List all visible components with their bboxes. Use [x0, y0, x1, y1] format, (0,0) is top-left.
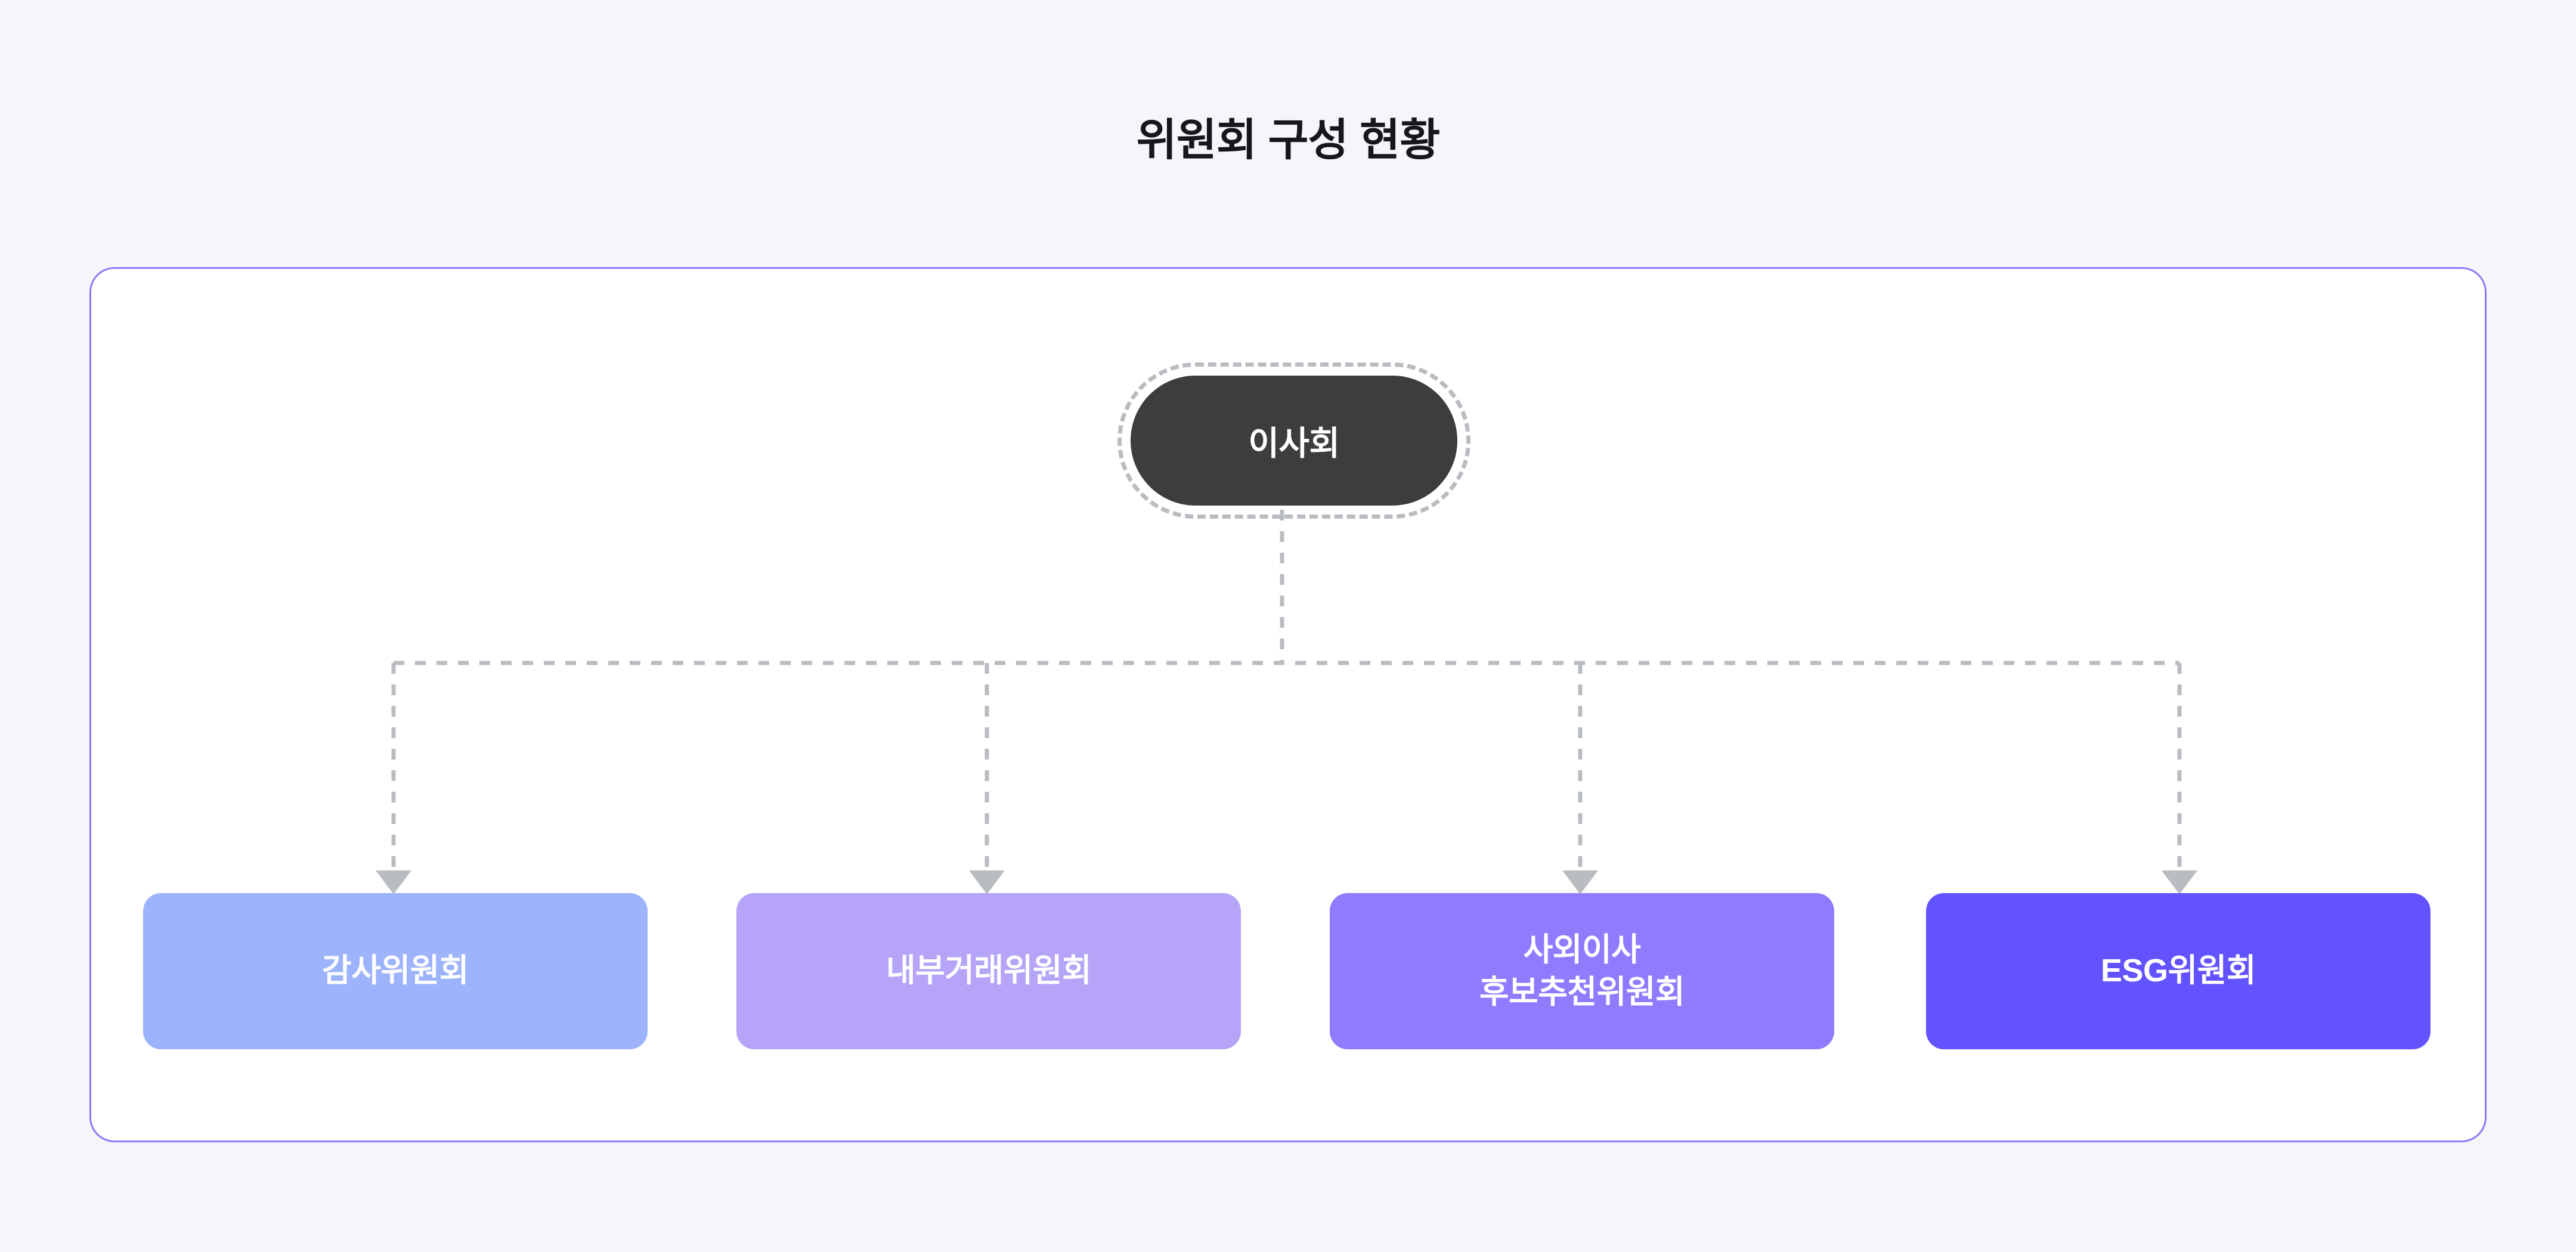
root-node-dashed-ring [1117, 362, 1470, 519]
committee-card-label: 감사위원회 [322, 953, 469, 989]
committee-card-label: ESG위원회 [2100, 953, 2256, 989]
committee-card-label: 내부거래위원회 [886, 953, 1092, 989]
committee-card-esg[interactable]: ESG위원회 [1926, 893, 2431, 1049]
root-node-board[interactable]: 이사회 [1117, 362, 1470, 519]
committee-card-outside-director-nomination[interactable]: 사외이사 후보추천위원회 [1330, 893, 1834, 1049]
committee-card-internal-trade[interactable]: 내부거래위원회 [736, 893, 1241, 1049]
committee-card-audit[interactable]: 감사위원회 [143, 893, 648, 1049]
root-node-pill: 이사회 [1131, 376, 1457, 506]
page-title: 위원회 구성 현황 [1136, 115, 1441, 165]
root-node-label: 이사회 [1248, 424, 1340, 462]
committee-card-label: 사외이사 후보추천위원회 [1479, 931, 1685, 1010]
